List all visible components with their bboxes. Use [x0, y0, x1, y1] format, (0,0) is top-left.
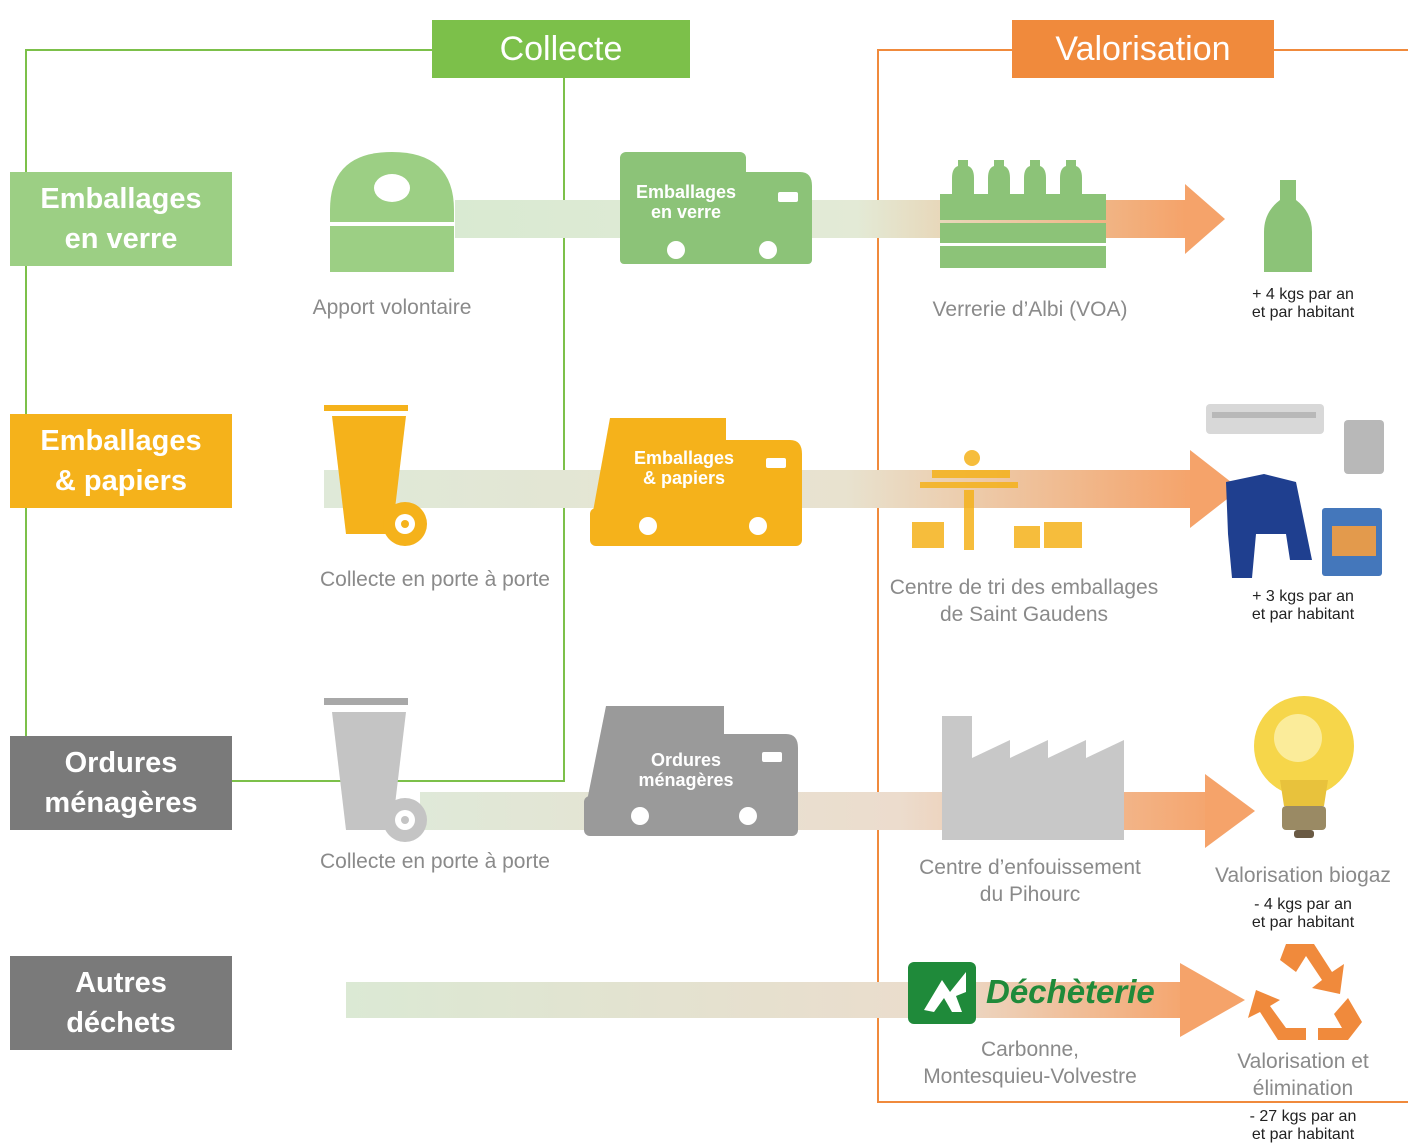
gray-bin-icon — [324, 698, 427, 842]
truck-ordures-icon — [584, 706, 798, 836]
factory-icon — [942, 716, 1124, 840]
facility-enfouissement: Centre d’enfouissement du Pihourc — [890, 854, 1170, 908]
truck-label-line2: en verre — [650, 202, 722, 222]
facility-line1: Verrerie d’Albi (VOA) — [932, 298, 1128, 321]
flow-arrow-ordures — [420, 774, 1255, 848]
valorisation-frame — [877, 49, 1408, 1103]
category-line2: & papiers — [54, 465, 188, 497]
truck-label-line2: & papiers — [642, 468, 726, 488]
recycle-icon — [1248, 944, 1362, 1040]
truck-verre-label: Emballages en verre — [622, 182, 750, 222]
stat-line1: + 3 kgs par an — [1252, 588, 1354, 605]
truck-label-line2: ménagères — [638, 770, 734, 790]
label-collecte-porte-ordures: Collecte en porte à porte — [320, 850, 550, 873]
facility-line2: Montesquieu-Volvestre — [923, 1065, 1137, 1088]
facility-line2: de Saint Gaudens — [939, 603, 1109, 626]
stat-line2: et par habitant — [1251, 304, 1355, 321]
stat-line1: - 27 kgs par an — [1249, 1108, 1357, 1125]
decheterie-logo-text: Déchèterie — [986, 973, 1155, 1010]
stat-line2: et par habitant — [1251, 1126, 1355, 1143]
title-line2: élimination — [1252, 1077, 1354, 1100]
flow-arrow-autres — [346, 963, 1245, 1037]
decheterie-logo-icon — [908, 962, 976, 1024]
flow-arrow-verre — [455, 184, 1225, 254]
collecte-header-label: Collecte — [499, 29, 623, 68]
stat-line1: - 4 kgs par an — [1254, 896, 1352, 913]
category-emballages-verre: Emballages en verre — [10, 172, 232, 266]
facility-line2: du Pihourc — [979, 883, 1081, 906]
truck-ordures-label: Ordures ménagères — [620, 750, 752, 790]
bottle-icon — [1264, 180, 1312, 272]
category-line1: Ordures — [64, 747, 178, 779]
outcome-autres-title: Valorisation et élimination — [1208, 1048, 1398, 1102]
category-line1: Emballages — [40, 183, 202, 215]
outcome-verre-stat: + 4 kgs par an et par habitant — [1218, 286, 1388, 322]
label-collecte-porte-papiers: Collecte en porte à porte — [320, 568, 550, 591]
category-ordures-menageres: Ordures ménagères — [10, 736, 232, 830]
glass-bank-icon — [330, 152, 454, 272]
title-line1: Valorisation et — [1237, 1050, 1369, 1073]
label-apport-volontaire: Apport volontaire — [312, 296, 472, 319]
category-autres-dechets: Autres déchets — [10, 956, 232, 1050]
truck-papiers-label: Emballages & papiers — [616, 448, 752, 488]
outcome-biogaz-title: Valorisation biogaz — [1215, 864, 1391, 887]
category-emballages-papiers: Emballages & papiers — [10, 414, 232, 508]
truck-papiers-icon — [590, 418, 802, 546]
category-line1: Autres — [75, 967, 167, 999]
category-line1: Emballages — [40, 425, 202, 457]
category-line2: en verre — [64, 223, 178, 255]
facility-verrerie: Verrerie d’Albi (VOA) — [900, 296, 1160, 323]
facility-decheterie-sites: Carbonne, Montesquieu-Volvestre — [890, 1036, 1170, 1090]
valorisation-header: Valorisation — [1012, 20, 1274, 78]
outcome-autres-stat: - 27 kgs par an et par habitant — [1218, 1108, 1388, 1144]
truck-verre-icon — [620, 152, 812, 264]
category-line2: ménagères — [44, 787, 198, 819]
sorting-centre-icon — [912, 450, 1082, 550]
outcome-papiers-stat: + 3 kgs par an et par habitant — [1218, 588, 1388, 624]
stat-line2: et par habitant — [1251, 914, 1355, 931]
facility-line1: Carbonne, — [980, 1038, 1080, 1061]
yellow-bin-icon — [324, 405, 427, 546]
truck-label-line1: Emballages — [633, 448, 735, 468]
facility-line1: Centre de tri des emballages — [889, 576, 1159, 599]
stat-line2: et par habitant — [1251, 606, 1355, 623]
light-bulb-icon — [1254, 696, 1354, 838]
collecte-header: Collecte — [432, 20, 690, 78]
truck-label-line1: Emballages — [635, 182, 737, 202]
facility-centre-tri: Centre de tri des emballages de Saint Ga… — [876, 574, 1172, 628]
facility-line1: Centre d’enfouissement — [919, 856, 1141, 879]
stat-line1: + 4 kgs par an — [1252, 286, 1354, 303]
truck-label-line1: Ordures — [650, 750, 722, 770]
glass-crate-icon — [940, 160, 1106, 268]
outcome-ordures-stat: - 4 kgs par an et par habitant — [1218, 896, 1388, 932]
valorisation-header-label: Valorisation — [1055, 29, 1231, 68]
category-line2: déchets — [66, 1007, 176, 1039]
recycled-products-icon — [1206, 404, 1384, 578]
